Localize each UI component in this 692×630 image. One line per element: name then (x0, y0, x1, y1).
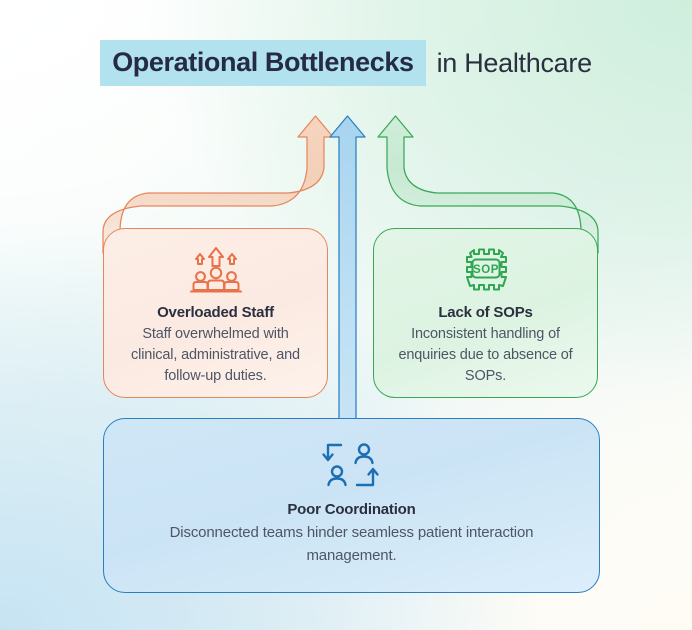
connector-green (377, 115, 599, 254)
card-poor-coordination: Poor Coordination Disconnected teams hin… (103, 418, 600, 593)
card-body-overloaded: Staff overwhelmed with clinical, adminis… (131, 326, 300, 384)
sop-gear-icon: SOP (465, 248, 507, 291)
card-title-overloaded: Overloaded Staff (157, 304, 274, 321)
sop-icon-label: SOP (472, 264, 498, 276)
card-body-coordination: Disconnected teams hinder seamless patie… (169, 524, 534, 564)
connector-orange (102, 115, 334, 254)
connector-blue (329, 115, 366, 431)
poor-coordination-icon (321, 443, 379, 487)
title-highlight: Operational Bottlenecks (100, 40, 426, 86)
card-title-coordination: Poor Coordination (287, 501, 416, 518)
title-rest: in Healthcare (436, 47, 592, 78)
page-title: Operational Bottlenecks in Healthcare (0, 40, 692, 86)
overloaded-staff-icon (189, 247, 242, 293)
card-lack-of-sops: SOP Lack of SOPs Inconsistent handling o… (373, 228, 598, 398)
card-title-sops: Lack of SOPs (438, 304, 533, 321)
card-body-sops: Inconsistent handling of enquiries due t… (398, 326, 573, 384)
card-overloaded-staff: Overloaded Staff Staff overwhelmed with … (103, 228, 328, 398)
